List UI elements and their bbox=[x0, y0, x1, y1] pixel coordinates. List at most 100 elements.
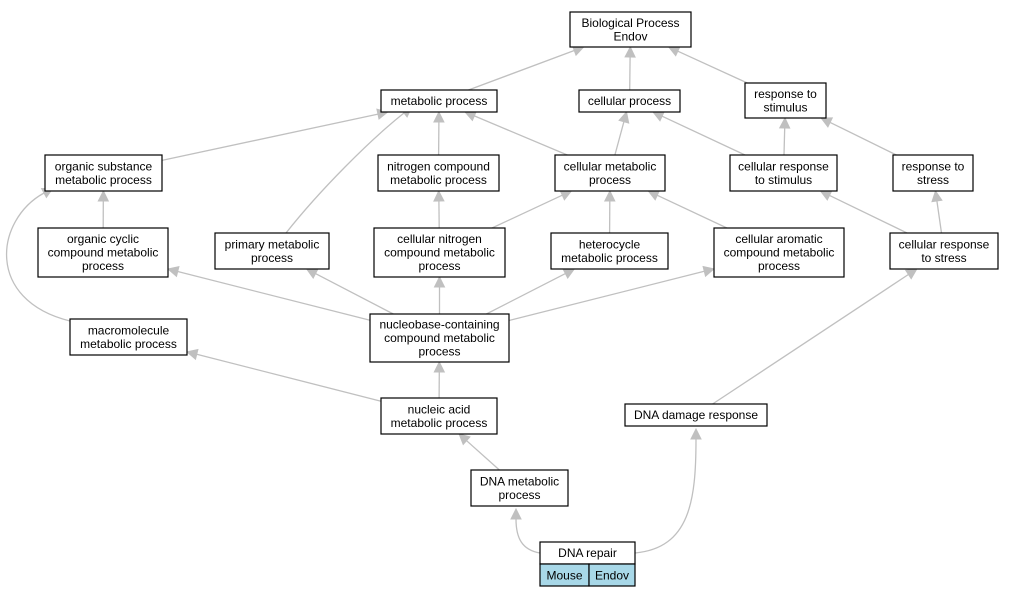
node-label: to stress bbox=[921, 251, 966, 265]
arrowhead-icon bbox=[433, 275, 446, 288]
node-box bbox=[373, 227, 506, 278]
edge-cell_stress-to-cell_stim bbox=[819, 190, 908, 234]
node-box bbox=[69, 318, 188, 356]
node-label: metabolic process bbox=[391, 416, 488, 430]
node-box bbox=[889, 232, 999, 270]
node-label: metabolic process bbox=[80, 337, 177, 351]
arrowhead-icon bbox=[647, 190, 661, 201]
node-label: organic substance bbox=[55, 159, 153, 173]
edge-line bbox=[474, 115, 568, 156]
edge-line bbox=[515, 518, 541, 554]
edge-cellular-to-bp bbox=[624, 45, 636, 91]
arrowhead-icon bbox=[510, 507, 522, 520]
arrowhead-icon bbox=[618, 110, 630, 124]
go-term-node-cellular[interactable]: cellular process bbox=[578, 89, 681, 113]
node-label: Endov bbox=[613, 29, 647, 43]
node-label: to stimulus bbox=[755, 173, 812, 187]
edge-dna_damage-to-cell_stress bbox=[712, 268, 918, 405]
node-label: process bbox=[418, 259, 460, 273]
node-label: metabolic process bbox=[390, 173, 487, 187]
edge-line bbox=[829, 121, 897, 156]
badge-label: Endov bbox=[595, 569, 629, 583]
edge-line bbox=[712, 273, 909, 405]
node-label: response to bbox=[902, 159, 965, 173]
edge-line bbox=[491, 194, 563, 229]
edge-line bbox=[177, 270, 371, 321]
node-label: DNA repair bbox=[558, 546, 617, 560]
species-badge-mouse: Mouse bbox=[539, 563, 590, 587]
edge-org_cyclic-to-organic_sub bbox=[97, 189, 110, 229]
node-label: process bbox=[589, 173, 631, 187]
node-label: process bbox=[758, 259, 800, 273]
arrowhead-icon bbox=[433, 189, 445, 202]
node-label: nitrogen compound bbox=[387, 159, 490, 173]
arrowhead-icon bbox=[651, 111, 665, 122]
node-label: metabolic process bbox=[391, 94, 488, 108]
edge-line bbox=[315, 273, 394, 315]
node-label: compound metabolic bbox=[724, 246, 835, 260]
go-term-node-dna-repair[interactable]: DNA repair bbox=[539, 541, 636, 565]
node-label: nucleobase-containing bbox=[379, 318, 499, 332]
edge-line bbox=[783, 127, 786, 156]
node-label: process bbox=[418, 345, 460, 359]
node-label: cellular process bbox=[588, 94, 671, 108]
node-box bbox=[554, 154, 666, 192]
node-box bbox=[380, 89, 498, 113]
node-box bbox=[380, 397, 498, 435]
node-box bbox=[470, 469, 569, 507]
arrowhead-icon bbox=[667, 46, 681, 57]
go-term-node-dna-damage[interactable]: DNA damage response bbox=[624, 403, 768, 427]
edge-line bbox=[634, 438, 697, 554]
node-label: metabolic process bbox=[55, 173, 152, 187]
node-label: cellular response bbox=[899, 237, 990, 251]
node-label: stress bbox=[917, 173, 949, 187]
edge-line bbox=[614, 121, 625, 156]
species-badge-endov: Endov bbox=[588, 563, 636, 587]
edge-dna_metab-to-nucleic bbox=[458, 433, 500, 471]
node-label: process bbox=[251, 251, 293, 265]
edge-organic_sub-to-metabolic bbox=[161, 108, 389, 162]
node-box bbox=[744, 82, 827, 119]
arrowhead-icon bbox=[819, 190, 833, 201]
edge-cell_metab-to-cellular bbox=[614, 110, 630, 156]
edge-cell_stress-to-stress bbox=[931, 189, 943, 234]
arrowhead-icon bbox=[166, 265, 180, 278]
node-label: metabolic process bbox=[561, 251, 658, 265]
edge-cell_stim-to-stimulus bbox=[778, 116, 791, 156]
edge-line bbox=[661, 115, 746, 156]
edge-line bbox=[5, 192, 71, 322]
node-label: cellular nitrogen bbox=[397, 232, 482, 246]
edge-nucleic-to-nucleobase bbox=[433, 360, 446, 399]
edge-cell_stim-to-cellular bbox=[651, 111, 746, 156]
node-box bbox=[892, 154, 974, 192]
edge-dna_repair-to-dna_damage bbox=[634, 427, 702, 554]
node-label: cellular metabolic bbox=[564, 159, 657, 173]
edge-nucleic-to-macromolecule bbox=[185, 348, 382, 402]
edge-nucleobase-to-aromatic bbox=[508, 265, 716, 322]
edge-line bbox=[196, 353, 382, 402]
arrowhead-icon bbox=[559, 190, 573, 201]
go-term-node-metabolic[interactable]: metabolic process bbox=[380, 89, 498, 113]
node-box bbox=[578, 89, 681, 113]
species-badges: Mouse Endov bbox=[539, 563, 636, 587]
arrowhead-icon bbox=[624, 45, 636, 58]
